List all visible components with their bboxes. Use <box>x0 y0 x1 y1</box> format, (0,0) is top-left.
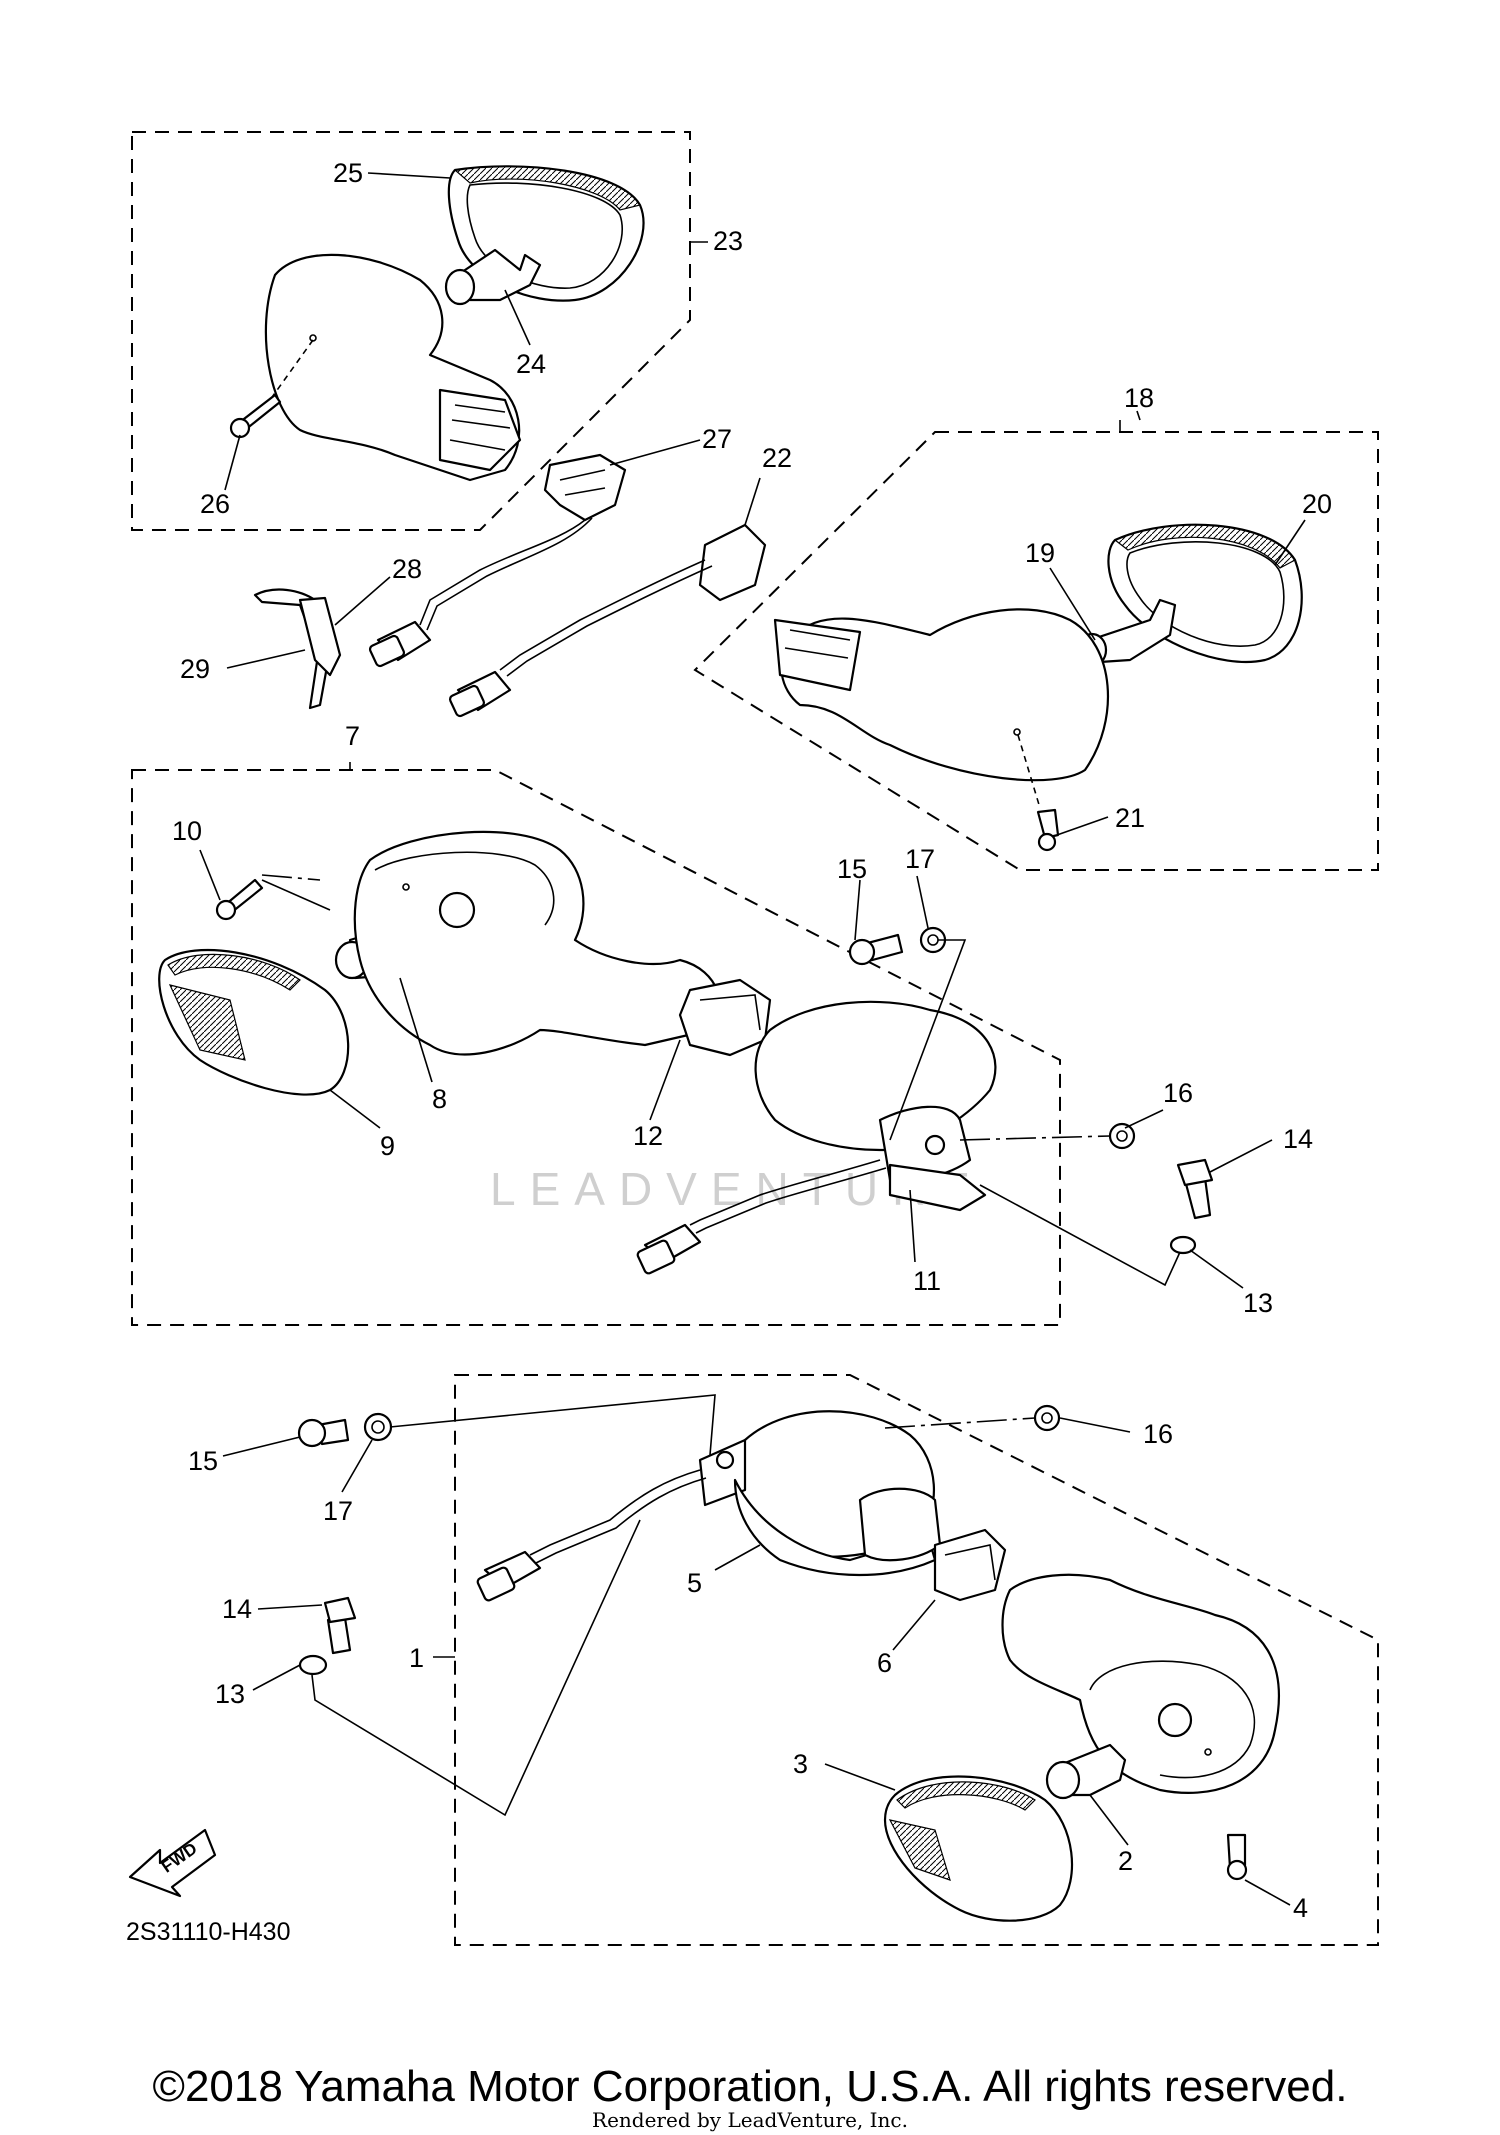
callout-21: 21 <box>1115 803 1145 833</box>
lens-3 <box>883 1775 1074 1922</box>
fwd-arrow-icon: FWD <box>128 1828 217 1898</box>
wiring-upper <box>368 453 767 718</box>
callout-7: 7 <box>345 721 360 751</box>
grommet-12 <box>678 978 772 1057</box>
collar-17-lower <box>363 1412 393 1442</box>
callout-3: 3 <box>793 1749 808 1779</box>
callout-9: 9 <box>380 1131 395 1161</box>
bolt-14-upper <box>1176 1158 1214 1220</box>
callout-17b: 17 <box>323 1496 353 1526</box>
housing-1 <box>1001 1573 1280 1794</box>
callout-1: 1 <box>409 1643 424 1673</box>
callout-15b: 15 <box>188 1446 218 1476</box>
callout-2: 2 <box>1118 1846 1133 1876</box>
callout-14b: 14 <box>222 1594 252 1624</box>
callout-11: 11 <box>913 1266 941 1296</box>
callout-13a: 13 <box>1243 1288 1273 1318</box>
assembly-18 <box>693 431 1379 871</box>
callout-17a: 17 <box>905 844 935 874</box>
copyright-notice: ©2018 Yamaha Motor Corporation, U.S.A. A… <box>152 2062 1348 2111</box>
callout-23: 23 <box>713 226 743 256</box>
callout-10: 10 <box>172 816 202 846</box>
callout-14a: 14 <box>1283 1124 1313 1154</box>
assembly-7 <box>131 769 1061 1326</box>
diagram-code: 2S31110-H430 <box>126 1918 290 1946</box>
housing-18 <box>773 608 1110 809</box>
callout-27: 27 <box>702 424 732 454</box>
assembly-23 <box>131 131 691 531</box>
parts-diagram: LEADVENTURE <box>126 131 1379 1946</box>
callout-4: 4 <box>1293 1893 1308 1923</box>
lens-9 <box>158 948 350 1096</box>
callout-6: 6 <box>877 1648 892 1678</box>
callout-29: 29 <box>180 654 210 684</box>
bracket-5 <box>698 1410 942 1577</box>
screw-21 <box>1036 808 1060 852</box>
bulb-2 <box>1045 1743 1127 1800</box>
bands-28-29 <box>253 588 342 710</box>
washer-13-upper <box>1169 1235 1197 1255</box>
callout-20: 20 <box>1302 489 1332 519</box>
callout-25: 25 <box>333 158 363 188</box>
screw-4 <box>1226 1833 1248 1881</box>
callout-18: 18 <box>1124 383 1154 413</box>
callout-16a: 16 <box>1163 1078 1193 1108</box>
callouts: 25 23 24 26 27 22 18 20 19 21 28 29 7 10… <box>172 158 1332 1923</box>
callout-26: 26 <box>200 489 230 519</box>
bolt-14-lower <box>323 1596 357 1655</box>
callout-8: 8 <box>432 1084 447 1114</box>
grommet-6 <box>933 1528 1007 1602</box>
callout-5: 5 <box>687 1568 702 1598</box>
nut-16-lower <box>1033 1404 1061 1432</box>
nut-16-upper <box>1108 1122 1136 1150</box>
callout-22: 22 <box>762 443 792 473</box>
callout-13b: 13 <box>215 1679 245 1709</box>
screw-10 <box>215 878 264 921</box>
callout-12: 12 <box>633 1121 663 1151</box>
bracket-11 <box>754 1000 997 1212</box>
callout-24: 24 <box>516 349 546 379</box>
callout-28: 28 <box>392 554 422 584</box>
callout-19: 19 <box>1025 538 1055 568</box>
callout-15a: 15 <box>837 854 867 884</box>
callout-16b: 16 <box>1143 1419 1173 1449</box>
housing-23 <box>264 253 522 482</box>
bulb-24 <box>444 248 542 306</box>
bolt-15-lower <box>297 1418 350 1448</box>
assembly-1 <box>454 1374 1379 1946</box>
leader-lines <box>199 172 1306 1906</box>
rendered-by-credit: Rendered by LeadVenture, Inc. <box>592 2108 908 2132</box>
screw-26 <box>229 393 282 439</box>
washer-13-lower <box>298 1654 328 1676</box>
bolt-15-upper <box>848 933 904 966</box>
housing-7 <box>353 830 722 1056</box>
